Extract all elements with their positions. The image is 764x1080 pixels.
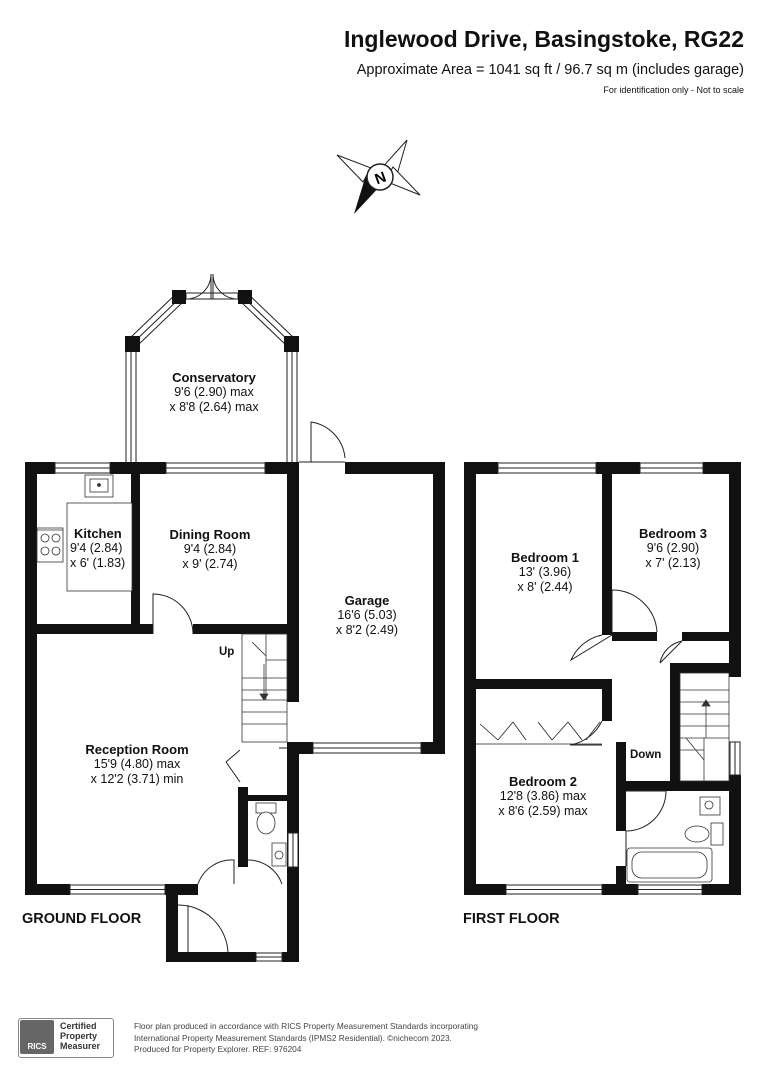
room-bedroom-2: Bedroom 2 12'8 (3.86) max x 8'6 (2.59) m… — [478, 774, 608, 819]
room-bedroom-3: Bedroom 3 9'6 (2.90) x 7' (2.13) — [618, 526, 728, 571]
room-bedroom-1: Bedroom 1 13' (3.96) x 8' (2.44) — [490, 550, 600, 595]
badge-line: Certified — [60, 1021, 97, 1031]
area-subtitle: Approximate Area = 1041 sq ft / 96.7 sq … — [356, 62, 744, 78]
room-dim: x 7' (2.13) — [645, 556, 701, 570]
room-dim: x 8'8 (2.64) max — [169, 400, 259, 414]
first-floor-label: FIRST FLOOR — [463, 911, 560, 927]
stairs-up-label: Up — [219, 646, 235, 658]
rics-logo-text: RICS — [27, 1042, 47, 1051]
room-dim: 9'6 (2.90) max — [174, 385, 254, 399]
room-dim: x 9' (2.74) — [182, 557, 238, 571]
footer-line: Produced for Property Explorer. REF: 976… — [134, 1044, 302, 1054]
room-name: Reception Room — [85, 742, 189, 757]
first-floor-plan — [464, 462, 741, 895]
room-dim: 15'9 (4.80) max — [93, 757, 181, 771]
ground-floor-label: GROUND FLOOR — [22, 911, 142, 927]
room-kitchen: Kitchen 9'4 (2.84) x 6' (1.83) — [62, 526, 150, 571]
room-garage: Garage 16'6 (5.03) x 8'2 (2.49) — [310, 593, 424, 638]
room-conservatory: Conservatory 9'6 (2.90) max x 8'8 (2.64)… — [152, 370, 276, 415]
room-name: Bedroom 3 — [639, 526, 707, 541]
room-name: Bedroom 2 — [509, 774, 577, 789]
conservatory-walls — [125, 291, 298, 464]
badge-line: Property — [60, 1031, 98, 1041]
rics-badge-text: Certified Property Measurer — [60, 1021, 112, 1051]
room-name: Conservatory — [172, 370, 256, 385]
room-dim: 9'4 (2.84) — [70, 541, 123, 555]
room-dim: 12'8 (3.86) max — [499, 789, 587, 803]
room-dim: x 8'2 (2.49) — [335, 623, 399, 637]
room-dim: x 6' (1.83) — [70, 556, 126, 570]
room-name: Dining Room — [169, 527, 251, 542]
room-name: Garage — [344, 593, 390, 608]
page-title: Inglewood Drive, Basingstoke, RG22 — [343, 26, 744, 52]
badge-line: Measurer — [60, 1041, 101, 1051]
room-dim: 16'6 (5.03) — [337, 608, 397, 622]
rics-badge — [18, 1018, 114, 1058]
room-dim: x 12'2 (3.71) min — [90, 772, 184, 786]
room-dim: x 8'6 (2.59) max — [498, 804, 588, 818]
ground-floor-plan — [25, 273, 445, 962]
room-dining: Dining Room 9'4 (2.84) x 9' (2.74) — [150, 527, 270, 572]
room-name: Kitchen — [74, 526, 122, 541]
disclaimer-text: For identification only - Not to scale — [603, 85, 744, 95]
room-name: Bedroom 1 — [511, 550, 579, 565]
stairs-down-label: Down — [630, 749, 662, 761]
room-dim: 9'6 (2.90) — [646, 541, 700, 555]
room-dim: x 8' (2.44) — [517, 580, 573, 594]
footer-line: International Property Measurement Stand… — [134, 1032, 452, 1043]
room-reception: Reception Room 15'9 (4.80) max x 12'2 (3… — [62, 742, 212, 787]
room-dim: 13' (3.96) — [518, 565, 572, 579]
room-dim: 9'4 (2.84) — [183, 542, 237, 556]
footer-line: Floor plan produced in accordance with R… — [134, 1021, 479, 1031]
rics-logo-icon — [20, 1020, 54, 1054]
footer-notes: Floor plan produced in accordance with R… — [134, 1021, 554, 1056]
compass-icon: N — [336, 139, 421, 214]
